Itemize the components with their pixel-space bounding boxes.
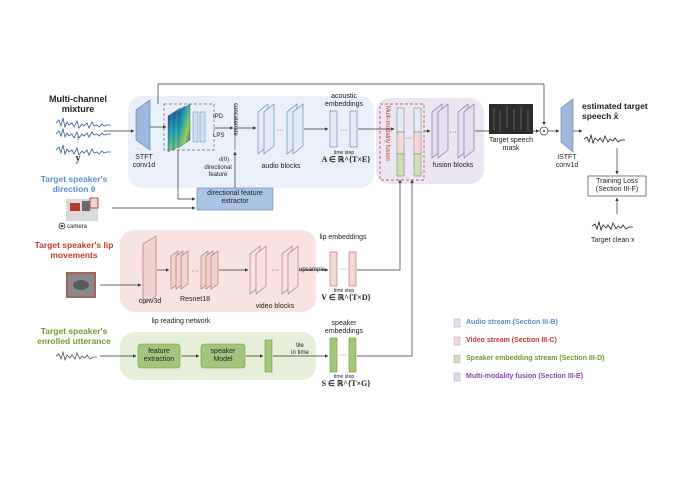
legend-swatches xyxy=(453,318,461,382)
stft-conv1d xyxy=(135,99,151,151)
speaker-time-step: time step xyxy=(333,374,355,380)
d-theta-label: d(θ) xyxy=(219,157,229,163)
mm-fusion-box xyxy=(379,103,425,181)
direction-label: Target speaker's direction θ xyxy=(40,174,108,194)
legend-video: Video stream (Section III-C) xyxy=(466,337,557,344)
svg-text:···: ··· xyxy=(340,266,347,273)
mixture-title: Multi-channel mixture xyxy=(49,94,107,114)
lip-image xyxy=(66,272,96,298)
fusion-stacked-bars xyxy=(396,107,422,177)
upsample-label: upsample xyxy=(299,267,326,273)
audio-blocks-label: audio blocks xyxy=(261,163,301,170)
conv3d-block xyxy=(142,235,157,305)
acoustic-embeddings-label: acoustic embeddings xyxy=(324,93,364,108)
speaker-embedding-bars xyxy=(329,337,357,373)
ipd-label: IPD xyxy=(213,114,224,120)
acoustic-time-step: time step xyxy=(333,150,355,156)
target-speech-mask-image xyxy=(489,104,533,134)
tile-in-time-label: tile in time xyxy=(291,343,309,356)
svg-text:···: ··· xyxy=(277,127,284,134)
istft-label: iSTFT conv1d xyxy=(555,154,579,169)
estimated-label: estimated target speech x̂ xyxy=(582,101,648,121)
lip-symbol: V ∈ ℝ^{T×D} xyxy=(321,293,371,302)
connections xyxy=(100,83,619,358)
lip-time-step: time step xyxy=(333,288,355,294)
enrolled-waveform xyxy=(55,350,97,362)
svg-text:···: ··· xyxy=(406,135,413,142)
stft-label: STFT conv1d xyxy=(132,154,156,169)
istft-conv1d xyxy=(560,98,574,153)
video-blocks xyxy=(249,245,299,295)
speaker-model-label: speaker Model xyxy=(210,348,236,363)
legend-audio: Audio stream (Section III-B) xyxy=(466,319,558,326)
acoustic-symbol: A ∈ ℝ^{T×E} xyxy=(321,155,371,164)
training-loss-box xyxy=(587,175,647,197)
mask-label: Target speech mask xyxy=(489,137,533,152)
mm-fusion-label: Multi-modality fusion xyxy=(384,106,390,161)
lip-reading-network-label: lip reading network xyxy=(151,318,211,325)
target-clean-waveform xyxy=(591,220,633,232)
legend-speaker: Speaker embedding stream (Section III-D) xyxy=(466,355,605,362)
lip-label: Target speaker's lip movements xyxy=(34,240,114,260)
resnet18-blocks xyxy=(170,250,219,290)
spectrogram-stack xyxy=(167,103,206,153)
training-loss-label: Training Loss (Section III-F) xyxy=(595,178,639,193)
lip-embeddings-label: lip embeddings xyxy=(319,234,367,241)
camera-label: camera xyxy=(67,224,88,230)
target-clean-label: Target clean x xyxy=(591,237,635,244)
speaker-symbol: S ∈ ℝ^{T×G} xyxy=(321,379,371,388)
conv3d-label: conv3d xyxy=(138,298,162,305)
svg-text:···: ··· xyxy=(340,352,347,359)
enrolled-label: Target speaker's enrolled utterance xyxy=(37,326,111,346)
svg-text:···: ··· xyxy=(450,129,457,136)
acoustic-embedding-bars xyxy=(329,110,358,148)
camera-scene xyxy=(58,197,99,230)
svg-text:···: ··· xyxy=(192,268,199,275)
dir-extractor-label: directional feature extractor xyxy=(207,190,263,205)
mixture-symbol: y xyxy=(75,153,81,164)
svg-text:···: ··· xyxy=(341,127,348,134)
directional-feature-caption: directional feature xyxy=(204,165,232,178)
speaker-model-box xyxy=(200,343,246,369)
estimated-waveform xyxy=(583,133,625,145)
lip-embedding-bars xyxy=(329,251,357,287)
legend-fusion: Multi-modality fusion (Section III-E) xyxy=(466,373,584,380)
speaker-vector-bar xyxy=(264,339,273,373)
feature-extraction-box xyxy=(137,343,181,369)
resnet18-label: Resnet18 xyxy=(180,296,210,303)
lps-label: LPS xyxy=(213,133,225,139)
audio-blocks xyxy=(257,103,304,155)
speaker-embeddings-label: speaker embeddings xyxy=(324,320,364,335)
spectral-features-box xyxy=(163,103,215,151)
video-blocks-label: video blocks xyxy=(255,303,295,310)
feature-extraction-label: feature extraction xyxy=(143,348,175,363)
svg-text:···: ··· xyxy=(272,267,279,274)
fusion-blocks-label: fusion blocks xyxy=(432,162,474,169)
concatenate-label: concatenate xyxy=(232,103,238,136)
fusion-blocks xyxy=(431,103,475,159)
mixture-waveform xyxy=(55,117,111,156)
mixture-dots: ⋮ xyxy=(75,137,82,144)
